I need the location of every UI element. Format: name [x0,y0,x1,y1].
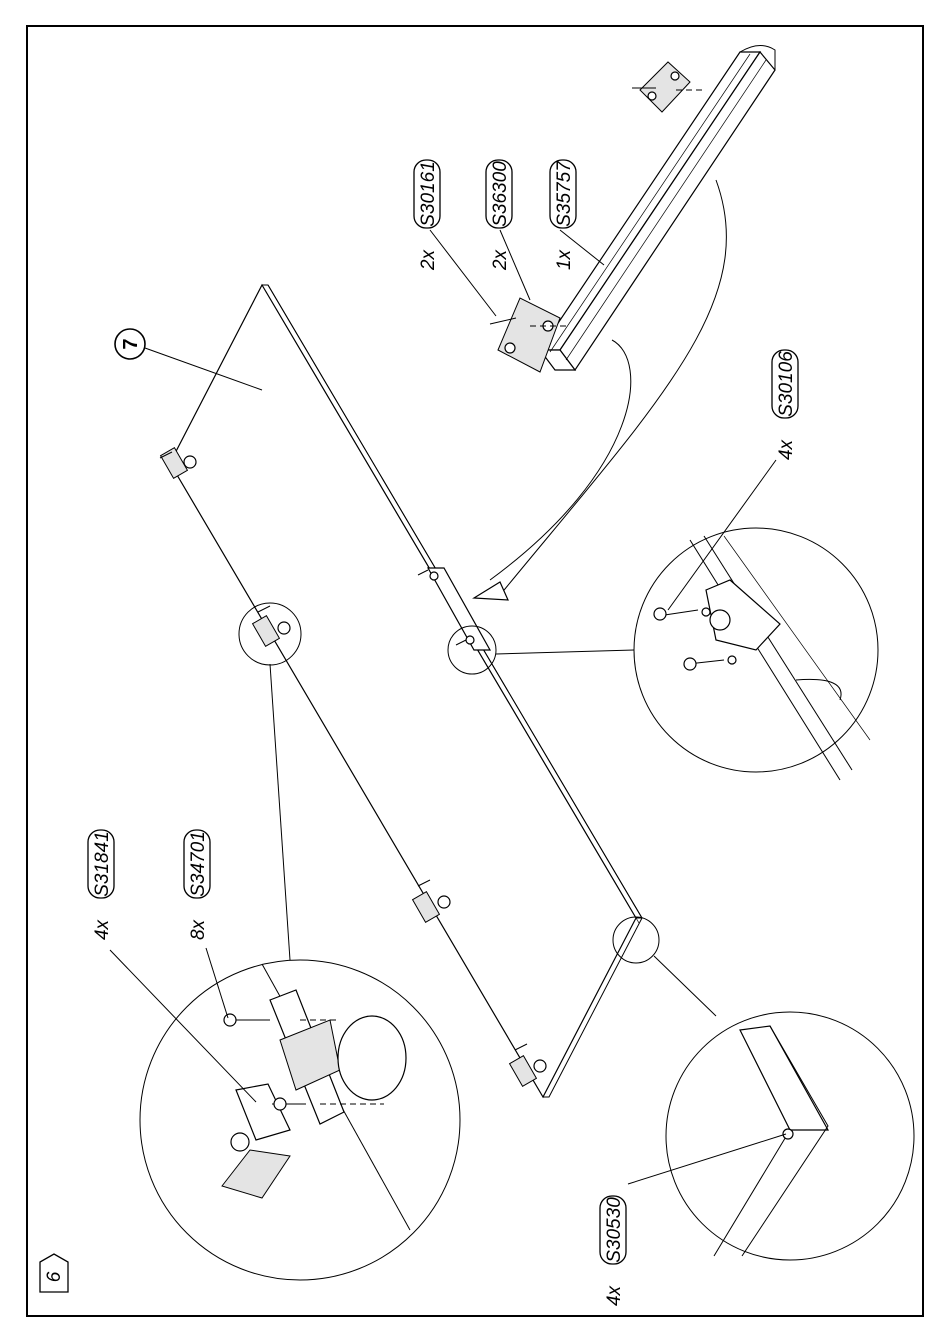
quantity-label: 1x [554,248,575,270]
part-number-label: S34701 [188,831,209,897]
part-number-label: S35757 [554,160,575,227]
callout-s30106: S30106 4x [772,350,798,460]
part-number-label: S30106 [776,351,797,417]
callout-s36300: S36300 2x [486,160,512,271]
panel-7 [170,285,642,1097]
placement-arrow [474,180,726,600]
panel-number: 7 [120,338,142,349]
corner-detail [628,956,914,1260]
part-number-label: S36300 [490,161,511,227]
part-number-label: S31841 [92,831,113,897]
quantity-label: 8x [188,918,209,940]
quantity-label: 4x [92,918,113,940]
callout-s31841: S31841 4x [88,830,114,940]
quantity-label: 4x [776,438,797,460]
part-number-label: S30161 [418,161,439,227]
leader-s30161 [430,230,496,316]
bracket-detail [496,460,878,780]
callout-s34701: S34701 8x [184,830,210,940]
part-number-label: S30530 [604,1197,625,1263]
step-number: 6 [44,1271,65,1282]
quantity-label: 2x [418,248,439,271]
callout-s35757: S35757 1x [550,160,576,270]
quantity-label: 4x [604,1284,625,1306]
quantity-label: 2x [490,248,511,271]
bracket-top [632,62,704,112]
callout-s30161: S30161 2x [414,160,440,271]
callout-s30530: S30530 4x [600,1196,626,1306]
step-number-tag: 6 [40,1254,68,1292]
